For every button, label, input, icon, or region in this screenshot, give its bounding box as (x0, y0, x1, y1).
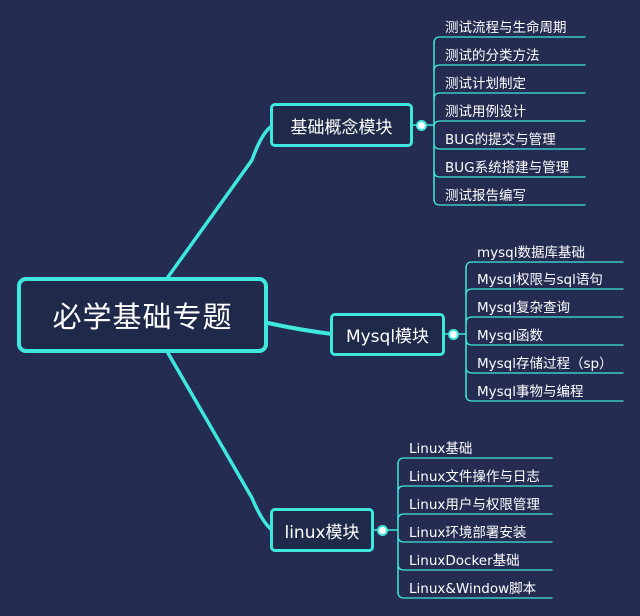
branch-label: Mysql模块 (345, 327, 430, 347)
leaf-topic[interactable]: Linux用户与权限管理 (409, 497, 540, 513)
branch-label: linux模块 (284, 522, 360, 543)
leaf-topic[interactable]: Mysql事物与编程 (477, 384, 584, 400)
leaf-underline (397, 563, 553, 571)
leaf-underline (465, 338, 624, 346)
collapse-toggle-icon[interactable] (416, 120, 427, 131)
leaf-underline (433, 92, 586, 100)
leaf-underline (397, 535, 553, 543)
leaf-underline (465, 366, 624, 374)
collapse-toggle-icon[interactable] (448, 329, 459, 340)
leaf-underline (397, 485, 553, 493)
leaf-underline (433, 36, 586, 44)
leaf-underline (433, 64, 586, 72)
leaf-underline (397, 513, 553, 521)
leaf-topic[interactable]: BUG的提交与管理 (445, 132, 556, 148)
branch-mysql[interactable]: Mysql模块 (330, 313, 445, 356)
leaf-topic[interactable]: Linux文件操作与日志 (409, 469, 540, 485)
leaf-topic[interactable]: mysql数据库基础 (477, 245, 585, 261)
root-topic[interactable]: 必学基础专题 (17, 277, 268, 353)
leaf-topic[interactable]: Linux环境部署安装 (409, 525, 527, 541)
leaf-underline (465, 316, 624, 324)
branch-label: 基础概念模块 (290, 117, 393, 138)
root-to-mysql-connector (266, 321, 334, 336)
leaf-topic[interactable]: 测试报告编写 (445, 188, 526, 204)
leaf-topic[interactable]: Mysql函数 (477, 328, 543, 344)
leaf-underline (433, 142, 586, 150)
leaf-underline (397, 591, 553, 599)
collapse-toggle-icon[interactable] (377, 525, 388, 536)
leaf-topic[interactable]: Mysql存储过程（sp） (477, 356, 613, 372)
leaf-topic[interactable]: 测试的分类方法 (445, 48, 540, 64)
leaf-underline (433, 198, 586, 206)
leaf-underline (397, 457, 553, 465)
leaf-underline (465, 394, 624, 402)
leaf-topic[interactable]: Mysql权限与sql语句 (477, 272, 603, 288)
branch-linux[interactable]: linux模块 (270, 508, 374, 552)
leaf-topic[interactable]: 测试用例设计 (445, 104, 526, 120)
leaf-underline (465, 288, 624, 296)
leaf-underline (433, 170, 586, 178)
leaf-topic[interactable]: 测试计划制定 (445, 76, 526, 92)
leaf-topic[interactable]: Linux&Window脚本 (409, 581, 537, 597)
leaf-topic[interactable]: Mysql复杂查询 (477, 300, 570, 316)
root-topic-label: 必学基础专题 (52, 300, 233, 334)
branch-basic-concepts[interactable]: 基础概念模块 (270, 103, 413, 147)
leaf-topic[interactable]: Linux基础 (409, 441, 473, 457)
leaf-underline (465, 261, 624, 269)
root-to-linux-connector (166, 351, 274, 532)
root-to-basic-connector (166, 124, 274, 279)
leaf-underline (433, 120, 586, 128)
leaf-topic[interactable]: LinuxDocker基础 (409, 553, 520, 569)
leaf-topic[interactable]: 测试流程与生命周期 (445, 20, 567, 36)
leaf-topic[interactable]: BUG系统搭建与管理 (445, 160, 570, 176)
